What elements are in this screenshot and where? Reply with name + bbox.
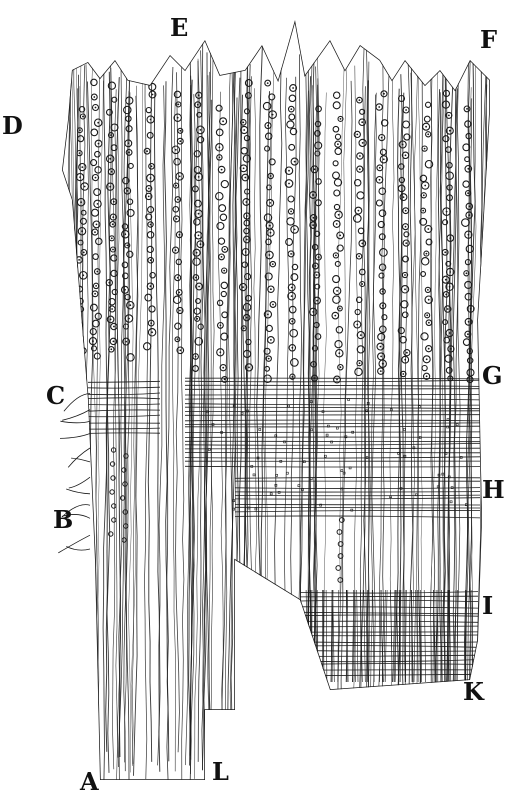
label-C: C (46, 381, 66, 410)
label-L: L (212, 757, 229, 786)
label-F: F (480, 25, 498, 54)
engraving-body (62, 20, 490, 780)
root-fibres (58, 393, 91, 554)
label-I: I (482, 591, 494, 620)
label-K: K (463, 677, 484, 706)
label-D: D (2, 111, 23, 140)
label-A: A (80, 767, 99, 796)
label-G: G (482, 361, 503, 390)
label-H: H (482, 475, 505, 504)
label-B: B (53, 505, 74, 534)
label-E: E (170, 13, 189, 42)
